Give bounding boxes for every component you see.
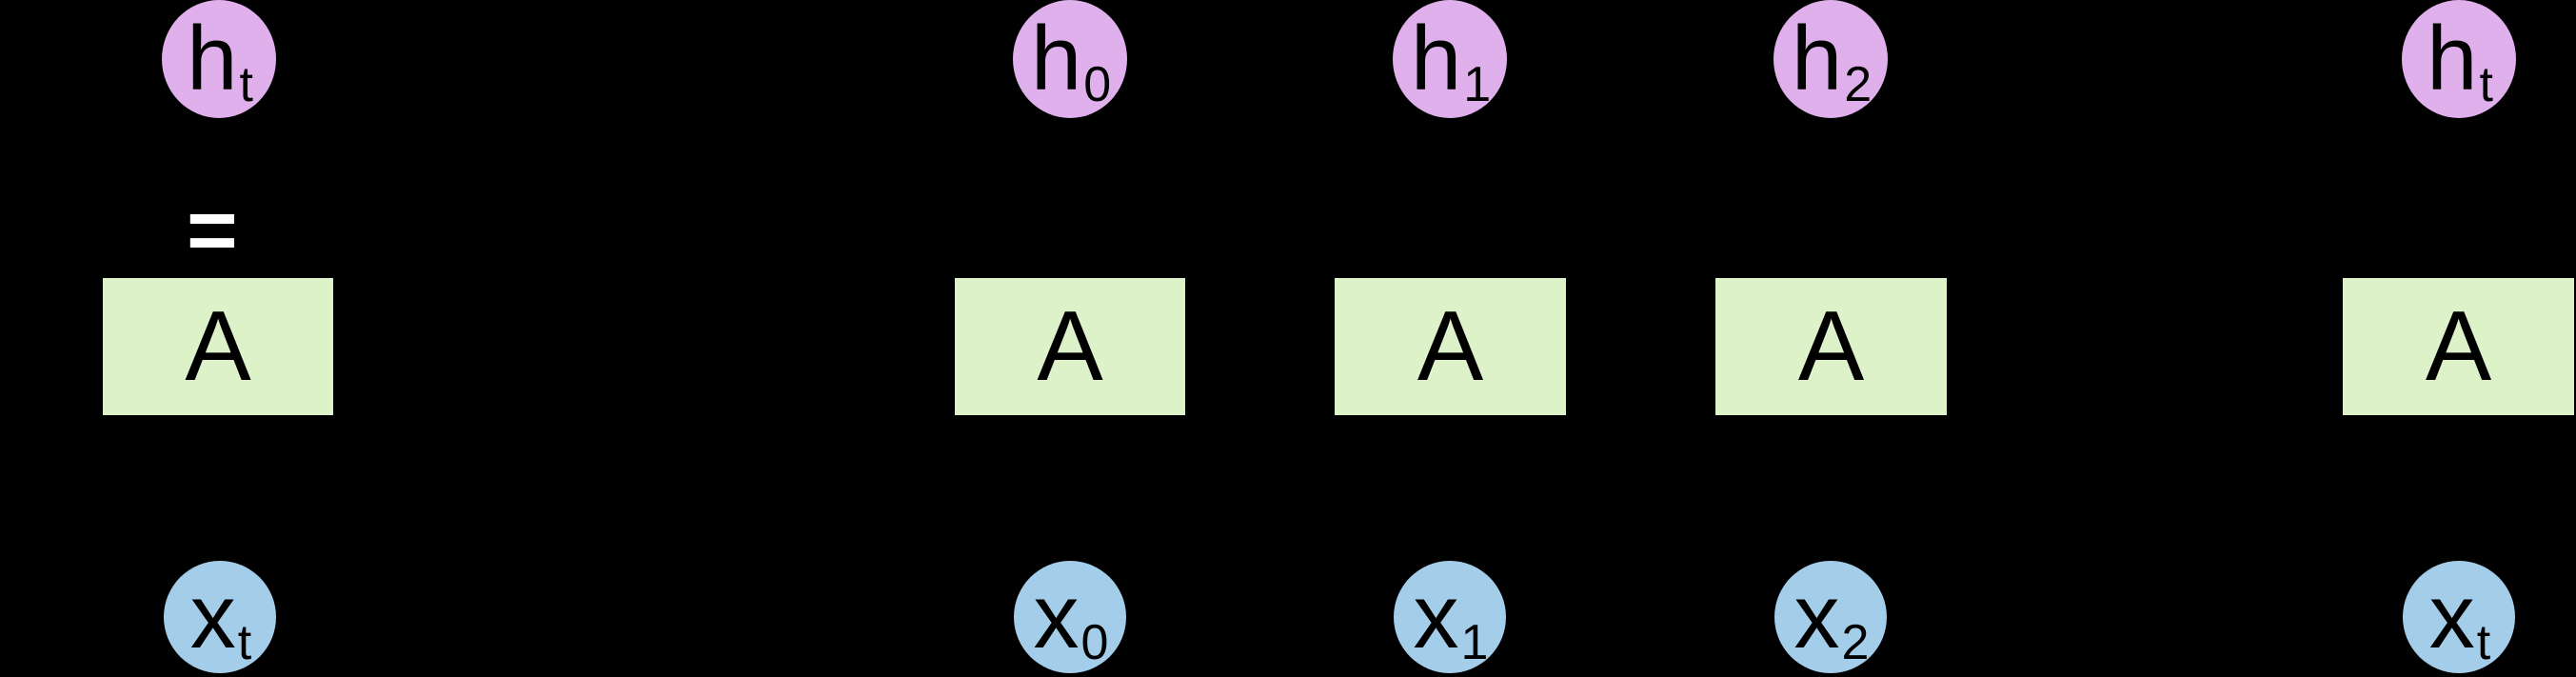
node-cell-step-t-label: A bbox=[2425, 291, 2492, 402]
node-cell-folded-label: A bbox=[185, 291, 251, 402]
node-cell-step-1[interactable]: A bbox=[1335, 278, 1566, 415]
node-cell-step-t[interactable]: A bbox=[2343, 278, 2574, 415]
node-cell-step-0[interactable]: A bbox=[955, 278, 1185, 415]
node-cell-step-0-label: A bbox=[1037, 291, 1103, 402]
equals-sign: = bbox=[187, 182, 238, 279]
node-cell-folded[interactable]: A bbox=[103, 278, 333, 415]
node-cell-step-1-label: A bbox=[1417, 291, 1484, 402]
node-cell-step-2[interactable]: A bbox=[1715, 278, 1947, 415]
edge-folded-self-loop bbox=[333, 251, 423, 349]
node-cell-step-2-label: A bbox=[1797, 291, 1865, 402]
